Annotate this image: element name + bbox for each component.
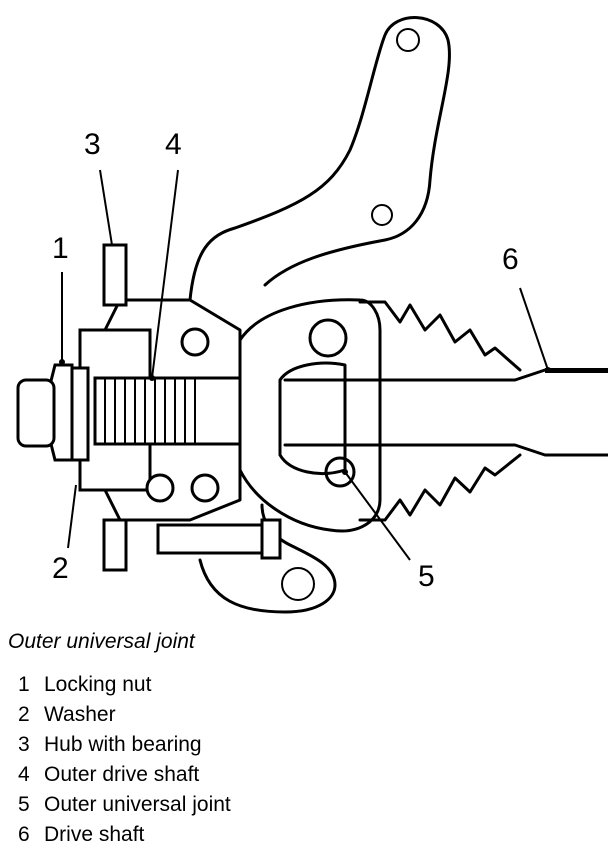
legend-number: 3 [18, 733, 30, 756]
legend-label: Outer universal joint [44, 793, 231, 816]
legend-number: 5 [18, 793, 30, 816]
shaft-splines [104, 378, 196, 444]
legend-number: 4 [18, 763, 30, 786]
callout-4: 4 [165, 128, 182, 161]
cv-boot [358, 300, 522, 522]
bearing-ball-bottom-left [145, 473, 175, 503]
legend-label: Drive shaft [44, 823, 145, 846]
figure-caption: Outer universal joint [8, 630, 195, 653]
knuckle-upper-hole [396, 28, 420, 52]
legend-item: 2 Washer [18, 700, 231, 730]
legend-number: 2 [18, 703, 30, 726]
legend-number: 6 [18, 823, 30, 846]
legend-item: 4 Outer drive shaft [18, 760, 231, 790]
callout-6: 6 [502, 243, 519, 276]
drive-shaft-body [283, 368, 608, 457]
legend-item: 1 Locking nut [18, 670, 231, 700]
legend-item: 3 Hub with bearing [18, 730, 231, 760]
callout-5: 5 [418, 560, 435, 593]
outer-drive-shaft [93, 376, 242, 446]
legend-item: 6 Drive shaft [18, 820, 231, 850]
callout-1: 1 [52, 232, 69, 265]
drive-shaft-edge [545, 368, 608, 373]
wheel-stud-head [260, 518, 282, 560]
legend-number: 1 [18, 673, 30, 696]
cv-joint-housing [238, 298, 382, 533]
cv-joint-illustration [16, 16, 608, 614]
parts-legend: 1 Locking nut 2 Washer 3 Hub with bearing 4… [18, 670, 231, 850]
cv-ball-top [308, 318, 348, 358]
legend-label: Locking nut [44, 673, 152, 696]
legend-label: Outer drive shaft [44, 763, 200, 786]
knuckle-lower-hole [281, 567, 315, 601]
knuckle-middle-hole [371, 204, 393, 226]
bearing-ball-bottom-right [190, 473, 220, 503]
leader-lines [61, 169, 549, 561]
shaft-end-thread [16, 378, 56, 448]
bearing-ball-top [180, 327, 210, 357]
wheel-stud [156, 523, 270, 555]
legend-label: Washer [44, 703, 116, 726]
callout-3: 3 [84, 128, 101, 161]
legend-label: Hub with bearing [44, 733, 202, 756]
steering-knuckle-upper-arm [188, 16, 451, 302]
washer [70, 366, 90, 462]
callout-2: 2 [52, 552, 69, 585]
hub-flange-bottom [102, 518, 128, 572]
legend-item: 5 Outer universal joint [18, 790, 231, 820]
hub-flange-top [102, 243, 128, 307]
